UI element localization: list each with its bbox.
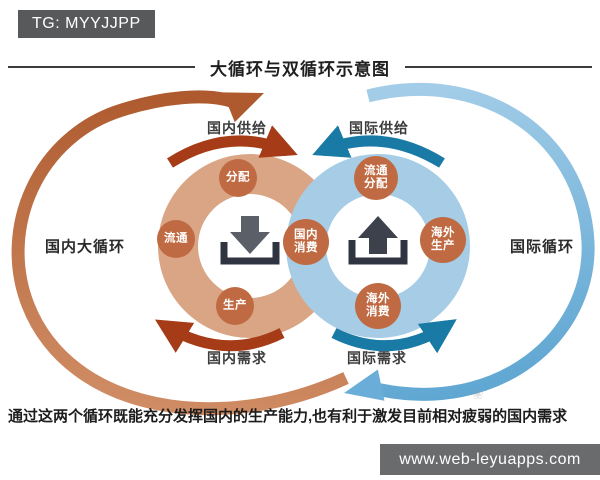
node-overseas-consumption-circle [355, 283, 401, 329]
node-circ-dist-line1: 流通 [364, 165, 388, 178]
domestic-supply-label: 国内供给 [207, 120, 267, 136]
node-overseas-consumption-label: 海外 消费 [366, 293, 390, 319]
node-circulation-distribution-circle [354, 156, 398, 200]
upload-arrow-icon [348, 216, 408, 265]
domestic-demand-label: 国内需求 [207, 350, 267, 366]
international-demand-label: 国际需求 [347, 350, 407, 366]
node-domestic-consumption-line2: 消费 [294, 242, 318, 254]
telegram-badge: TG: MYYJJPP [18, 10, 155, 38]
node-domestic-consumption-circle [283, 219, 329, 265]
domestic-supply-arrow [167, 125, 298, 168]
title-rule-left [8, 66, 195, 68]
title-rule-right [405, 66, 592, 68]
node-circ-dist-line2: 分配 [364, 178, 388, 190]
node-circulation-label: 流通 [164, 232, 188, 245]
node-overseas-consumption-line2: 消费 [366, 306, 390, 318]
download-arrow-icon [220, 216, 280, 265]
domestic-demand-arrow [155, 319, 285, 353]
international-cycle-label: 国际循环 [509, 238, 575, 256]
caption-text: 通过这两个循环既能充分发挥国内的生产能力,也有利于激发目前相对疲弱的国内需求 [8, 408, 568, 425]
domestic-cycle-label: 国内大循环 [44, 238, 126, 256]
node-overseas-production-circle [420, 217, 466, 263]
node-overseas-production-line2: 生产 [431, 240, 455, 252]
node-distribution-label: 分配 [226, 171, 250, 184]
node-distribution-circle [219, 159, 257, 197]
node-overseas-consumption-line1: 海外 [366, 293, 390, 306]
international-demand-arrow [331, 319, 457, 354]
node-domestic-consumption-label: 国内 消费 [294, 229, 318, 255]
international-supply-arrow [312, 125, 445, 168]
outer-domestic-cycle-arrow [11, 90, 349, 416]
outer-international-cycle-arrow [344, 82, 595, 401]
node-domestic-consumption-line1: 国内 [294, 229, 318, 242]
node-circulation-distribution-label: 流通 分配 [364, 165, 388, 191]
node-production-circle [216, 287, 254, 325]
footer-url: www.web-leyuapps.com [380, 444, 600, 475]
page-title: 大循环与双循环示意图 [210, 59, 390, 79]
node-overseas-production-label: 海外 生产 [431, 227, 455, 253]
node-circulation-circle [157, 220, 195, 258]
title-row: 大循环与双循环示意图 [8, 56, 592, 79]
international-supply-label: 国际供给 [349, 120, 409, 136]
node-overseas-production-line1: 海外 [431, 227, 455, 240]
node-production-label: 生产 [223, 299, 247, 312]
